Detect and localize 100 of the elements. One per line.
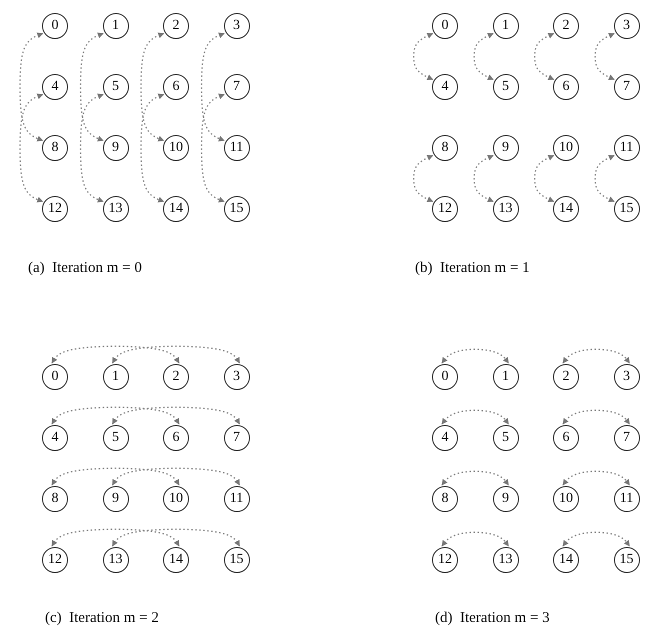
numbered-circle: 2 [163,13,189,39]
numbered-circle: 4 [42,425,68,451]
numbered-circle: 15 [224,196,250,222]
dotted-arrow [441,410,510,424]
numbered-circle: 8 [432,135,458,161]
dotted-arrow [562,470,630,486]
numbered-circle: 7 [614,74,640,100]
numbered-circle: 4 [42,74,68,100]
numbered-circle: 6 [553,425,579,451]
numbered-circle: 11 [614,135,640,161]
dotted-arrow [413,32,434,80]
numbered-circle: 9 [102,486,128,512]
dotted-arrow [51,468,180,486]
dotted-arrow [112,528,240,547]
dotted-arrow [562,348,630,364]
numbered-circle: 1 [102,13,128,39]
numbered-circle: 12 [432,547,458,573]
numbered-circle: 3 [614,364,640,390]
numbered-circle: 0 [432,364,458,390]
numbered-circle: 10 [163,486,189,512]
dotted-arrow [80,94,104,202]
dotted-arrow [51,346,180,364]
numbered-circle: 12 [432,196,458,222]
numbered-circle: 10 [163,135,189,161]
dotted-arrow [80,32,104,142]
numbered-circle: 7 [224,425,250,451]
numbered-circle: 5 [492,74,518,100]
dotted-arrow [474,154,494,202]
numbered-circle: 0 [432,13,458,39]
numbered-circle: 1 [492,364,518,390]
numbered-circle: 0 [42,13,68,39]
numbered-circle: 2 [553,13,579,39]
numbered-circle: 3 [224,13,250,39]
dotted-arrow [112,468,240,486]
dotted-arrow [51,406,180,425]
numbered-circle: 9 [102,135,128,161]
numbered-circle: 13 [492,547,518,573]
dotted-arrow [112,406,240,425]
numbered-circle: 13 [492,196,518,222]
numbered-circle: 15 [614,196,640,222]
dotted-arrow [413,154,434,202]
numbered-circle: 12 [42,547,68,573]
numbered-circle: 14 [163,547,189,573]
numbered-circle: 8 [432,486,458,512]
numbered-circle: 2 [163,364,189,390]
numbered-circle: 3 [224,364,250,390]
panel-caption: (c) Iteration m = 2 [45,610,159,627]
dotted-arrow [441,532,510,546]
numbered-circle: 12 [42,196,68,222]
dotted-arrow [562,532,630,546]
numbered-circle: 1 [492,13,518,39]
dotted-arrow [200,32,225,142]
numbered-circle: 15 [614,547,640,573]
numbered-circle: 4 [432,425,458,451]
numbered-circle: 5 [102,74,128,100]
dotted-arrow [562,410,630,424]
numbered-circle: 5 [102,425,128,451]
numbered-circle: 13 [102,547,128,573]
numbered-circle: 3 [614,13,640,39]
dotted-arrow [594,154,615,202]
numbered-circle: 13 [102,196,128,222]
numbered-circle: 14 [553,196,579,222]
dotted-arrow [441,348,510,364]
dotted-arrow [140,32,164,142]
panel-caption: (b) Iteration m = 1 [415,260,530,277]
dotted-arrow [594,32,615,80]
numbered-circle: 8 [42,486,68,512]
numbered-circle: 4 [432,74,458,100]
numbered-circle: 9 [492,486,518,512]
dotted-arrow [474,32,494,80]
numbered-circle: 11 [224,486,250,512]
dotted-arrow [51,528,180,547]
numbered-circle: 7 [614,425,640,451]
dotted-arrow [200,94,225,202]
numbered-circle: 14 [553,547,579,573]
dotted-arrow [441,470,510,486]
numbered-circle: 15 [224,547,250,573]
numbered-circle: 14 [163,196,189,222]
numbered-circle: 2 [553,364,579,390]
numbered-circle: 6 [163,425,189,451]
dotted-arrow [534,32,554,80]
numbered-circle: 8 [42,135,68,161]
dotted-arrow [112,346,240,364]
numbered-circle: 7 [224,74,250,100]
numbered-circle: 6 [163,74,189,100]
dotted-arrow [19,94,44,202]
numbered-circle: 9 [492,135,518,161]
numbered-circle: 11 [614,486,640,512]
dotted-arrow [19,32,44,142]
panel-caption: (a) Iteration m = 0 [28,260,142,277]
panel-caption: (d) Iteration m = 3 [435,610,550,627]
numbered-circle: 11 [224,135,250,161]
numbered-circle: 1 [102,364,128,390]
numbered-circle: 0 [42,364,68,390]
dotted-arrow [534,154,554,202]
dotted-arrow [140,94,164,202]
numbered-circle: 10 [553,135,579,161]
numbered-circle: 6 [553,74,579,100]
numbered-circle: 5 [492,425,518,451]
numbered-circle: 10 [553,486,579,512]
